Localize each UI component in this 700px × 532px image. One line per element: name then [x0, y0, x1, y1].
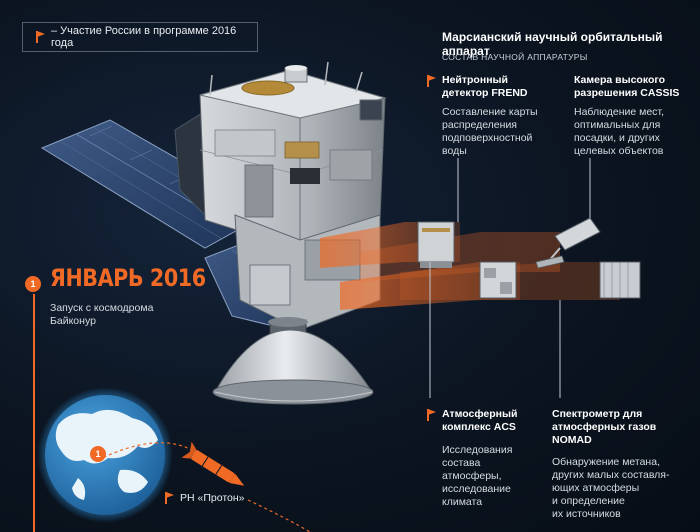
- instrument-acs-title: Атмосферный комплекс ACS: [427, 408, 517, 434]
- spacecraft-body: [199, 61, 387, 251]
- acs-instrument: [479, 261, 517, 299]
- globe-location-badge: 1: [90, 446, 106, 462]
- nomad-instrument: [599, 261, 641, 299]
- rocket-icon: [181, 441, 245, 486]
- timeline-step-badge: 1: [25, 276, 41, 292]
- instrument-cassis-description: Наблюдение мест, оптимальных для посадки…: [574, 106, 664, 157]
- legend-text: – Участие России в программе 2016 года: [51, 25, 237, 49]
- instrument-frend-title: Нейтронный детектор FREND: [427, 74, 528, 100]
- flag-icon: [426, 409, 438, 421]
- flag-icon: [35, 31, 47, 43]
- page-subtitle: СОСТАВ НАУЧНОЙ АППАРАТУРЫ: [442, 52, 588, 62]
- rocket-label: РН «Протон»: [165, 492, 245, 504]
- flag-icon: [426, 75, 438, 87]
- instrument-nomad-description: Обнаружение метана, других малых составл…: [552, 456, 670, 520]
- trajectory-line: [97, 442, 196, 461]
- legend-box: – Участие России в программе 2016 года: [22, 22, 258, 52]
- flag-icon: [164, 492, 176, 504]
- instrument-cassis-title: Камера высокого разрешения CASSIS: [574, 74, 680, 99]
- leader-lines: [429, 158, 591, 398]
- instrument-frend-description: Составление карты распределения подповер…: [442, 106, 538, 157]
- instrument-acs-description: Исследования состава атмосферы, исследов…: [442, 444, 513, 508]
- descent-module: [212, 317, 374, 405]
- timeline-date: ЯНВАРЬ 2016: [50, 264, 206, 292]
- timeline-line: [33, 294, 35, 532]
- page-title: Марсианский научный орбитальный аппарат: [442, 30, 663, 58]
- timeline-event: Запуск с космодрома Байконур: [50, 302, 154, 327]
- instrument-nomad-title: Спектрометр для атмосферных газов NOMAD: [552, 408, 657, 446]
- frend-instrument: [417, 221, 455, 268]
- cassis-instrument: [535, 217, 601, 269]
